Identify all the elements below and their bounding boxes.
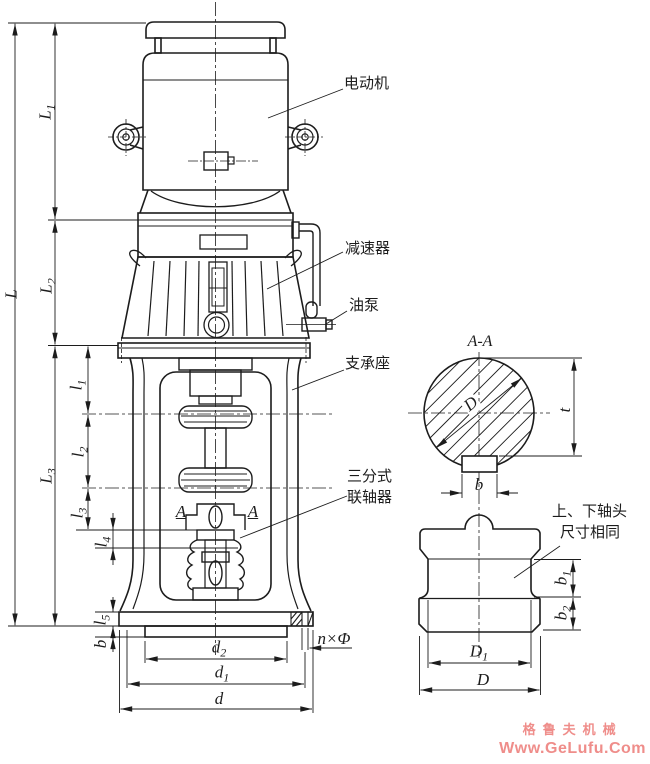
dim-label-b2: b2 — [551, 605, 574, 621]
dim-label-b-keyway: b — [474, 475, 484, 494]
section-title: A-A — [467, 333, 493, 350]
dim-label-b1: b1 — [551, 570, 574, 586]
base-flange — [118, 611, 314, 627]
dim-label-D1: D1 — [469, 641, 489, 664]
dim-label-D-shaft: D — [476, 670, 490, 689]
shaft-neck — [198, 395, 233, 405]
oil-pipe — [286, 221, 336, 332]
left-leg-inner — [132, 357, 145, 610]
lifting-eye-right — [287, 123, 319, 151]
dim-label-l3: l3 — [67, 507, 90, 519]
motor-bell — [139, 189, 292, 214]
gauge-boss — [305, 301, 318, 319]
right-leg-inner — [286, 357, 299, 610]
hook-right — [284, 249, 302, 267]
three-piece-coupling — [185, 503, 246, 601]
dim-label-nphi: n×Φ — [317, 629, 351, 648]
dim-label-l5: l5 — [90, 614, 113, 626]
coupling-label: 三分式 联轴器 — [347, 469, 393, 506]
motor-body — [142, 52, 289, 191]
oilpump-leader — [325, 310, 348, 325]
leader-lines — [239, 88, 561, 579]
dim-label-L1: L1 — [35, 104, 58, 120]
support-leader — [291, 369, 345, 391]
base-lip — [144, 625, 288, 638]
reducer — [121, 212, 310, 339]
shafthead-note-leader — [513, 545, 561, 579]
lower-coupling-hub — [178, 467, 253, 493]
coupling-leader — [239, 495, 348, 539]
watermark-url: Www.GeLufu.Com — [499, 740, 646, 757]
oil-level-gauge — [203, 261, 230, 339]
dim-label-l2: l2 — [68, 446, 91, 458]
terminal-nub — [227, 156, 235, 165]
cooling-fins — [147, 260, 284, 337]
dim-label-l4: l4 — [91, 536, 114, 548]
mid-flange — [117, 342, 311, 359]
support-seat-label: 支承座 — [345, 356, 391, 372]
motor — [112, 21, 319, 214]
bellows-left — [185, 539, 198, 591]
dim-label-d1: d1 — [214, 662, 230, 685]
name-plate — [199, 234, 248, 250]
reducer-label: 减速器 — [345, 241, 391, 257]
extension-lines — [8, 22, 582, 713]
dimension-lines — [12, 23, 577, 712]
dim-label-t: t — [555, 407, 574, 413]
neck-left — [154, 37, 162, 54]
centerlines — [82, 2, 550, 658]
bellows-right — [233, 539, 246, 591]
dim-label-L: L — [1, 289, 21, 299]
middle-disc — [201, 551, 230, 563]
dim-label-b-left: b — [91, 639, 110, 649]
support-seat — [117, 342, 312, 612]
shaft-head-detail — [418, 514, 541, 633]
reducer-leader — [266, 251, 344, 290]
dim-label-d2: d2 — [211, 637, 227, 660]
left-leg-outer — [119, 357, 134, 612]
base — [118, 611, 314, 638]
dim-D-circle — [436, 377, 522, 449]
drain-plug — [203, 311, 230, 339]
motor-label: 电动机 — [344, 76, 390, 92]
right-leg-outer — [297, 357, 312, 612]
dim-label-L3: L3 — [36, 468, 59, 484]
shaft-head-note: 上、下轴头 尺寸相同 — [552, 504, 628, 541]
hook-left — [129, 249, 147, 267]
section-marker-left: A — [175, 502, 187, 521]
oil-pump-label: 油泵 — [349, 298, 380, 314]
motor-leader — [267, 88, 344, 119]
dim-label-l1: l1 — [66, 379, 89, 391]
dim-label-d: d — [214, 689, 224, 708]
fan-cap — [145, 21, 286, 39]
section-marker-right: A — [247, 502, 259, 521]
keyway — [461, 455, 498, 473]
neck-right — [269, 37, 277, 54]
fin-housing — [121, 256, 310, 339]
bottom-plate — [192, 587, 239, 601]
bolt-hole-section — [290, 611, 314, 627]
watermark-cn: 格鲁夫机械 — [522, 722, 623, 737]
dim-label-L2: L2 — [36, 278, 59, 294]
lifting-eye-left — [112, 123, 144, 151]
watermark: 格鲁夫机械 Www.GeLufu.Com — [499, 720, 646, 758]
oil-pump-body — [286, 317, 336, 332]
